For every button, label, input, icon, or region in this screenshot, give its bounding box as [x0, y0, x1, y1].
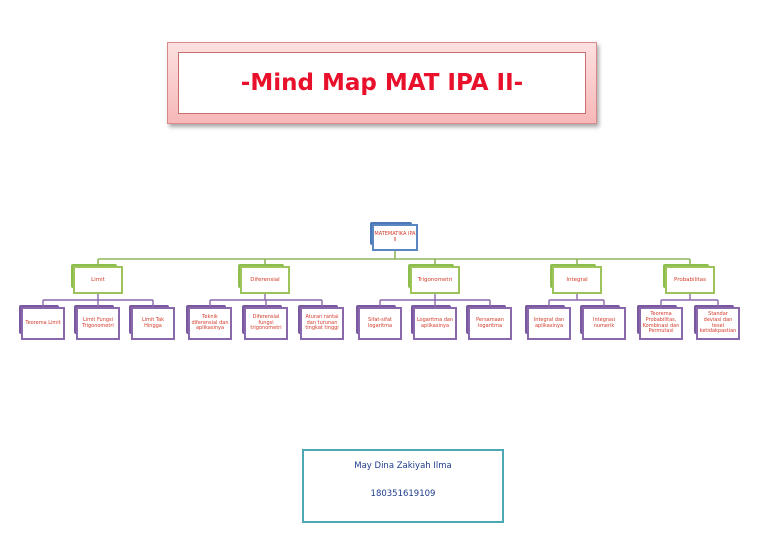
leaf-label: Limit Tak Hingga [141, 316, 165, 329]
leaf-node: Logaritma dan aplikasinya [411, 305, 457, 340]
branch-label: Diferensial [250, 276, 280, 283]
leaf-label: Integral dan aplikasinya [533, 316, 565, 329]
leaf-label: Teknik diferensial dan aplikasinya [191, 313, 229, 332]
author-id: 180351619109 [370, 489, 436, 499]
leaf-label: Teorema Limit [25, 319, 61, 326]
root-node: MATEMATIKA IPA II [370, 222, 418, 251]
leaf-node: Teknik diferensial dan aplikasinya [186, 305, 232, 340]
leaf-label: Persamaan logaritma [476, 316, 504, 329]
leaf-node: Teorema Limit [19, 305, 65, 340]
leaf-node: Aturan rantai dan turunan tingkat tinggi [298, 305, 344, 340]
page-title: -Mind Map MAT IPA II- [240, 70, 524, 96]
branch-node-probabilitas: Probabilitas [663, 264, 715, 294]
leaf-label: Aturan rantai dan turunan tingkat tinggi [305, 313, 339, 332]
leaf-label: Diferensial fungsi trigonometri [250, 313, 282, 332]
branch-node-limit: Limit [71, 264, 123, 294]
leaf-node: Limit Tak Hingga [129, 305, 175, 340]
leaf-node: Integrasi numerik [580, 305, 626, 340]
branch-label: Trigonometri [417, 276, 453, 283]
author-info-box: May Dina Zakiyah Ilma 180351619109 [302, 449, 504, 523]
root-node-label: MATEMATIKA IPA II [374, 230, 416, 243]
author-name: May Dina Zakiyah Ilma [354, 461, 452, 471]
branch-label: Integral [566, 276, 588, 283]
leaf-label: Sifat-sifat logaritma [367, 316, 393, 329]
leaf-label: Limit Fungsi Trigonometri [82, 316, 114, 329]
branch-label: Limit [91, 276, 105, 283]
title-inner-box: -Mind Map MAT IPA II- [178, 52, 586, 114]
leaf-label: Integrasi numerik [593, 316, 615, 329]
title-box: -Mind Map MAT IPA II- [167, 42, 597, 124]
branch-node-trigonometri: Trigonometri [408, 264, 460, 294]
leaf-node: Integral dan aplikasinya [525, 305, 571, 340]
branch-node-diferensial: Diferensial [238, 264, 290, 294]
leaf-node: Persamaan logaritma [466, 305, 512, 340]
leaf-node: Sifat-sifat logaritma [356, 305, 402, 340]
leaf-node: Diferensial fungsi trigonometri [242, 305, 288, 340]
leaf-node: Teorema Probabilitas, Kombinasi dan Perm… [637, 305, 683, 340]
leaf-node: Limit Fungsi Trigonometri [74, 305, 120, 340]
leaf-node: Standar deviasi dan tesel ketidakpastian [694, 305, 740, 340]
leaf-label: Standar deviasi dan tesel ketidakpastian [699, 311, 737, 335]
leaf-label: Teorema Probabilitas, Kombinasi dan Perm… [642, 311, 680, 335]
branch-node-integral: Integral [550, 264, 602, 294]
branch-label: Probabilitas [673, 276, 707, 283]
leaf-label: Logaritma dan aplikasinya [416, 316, 454, 329]
